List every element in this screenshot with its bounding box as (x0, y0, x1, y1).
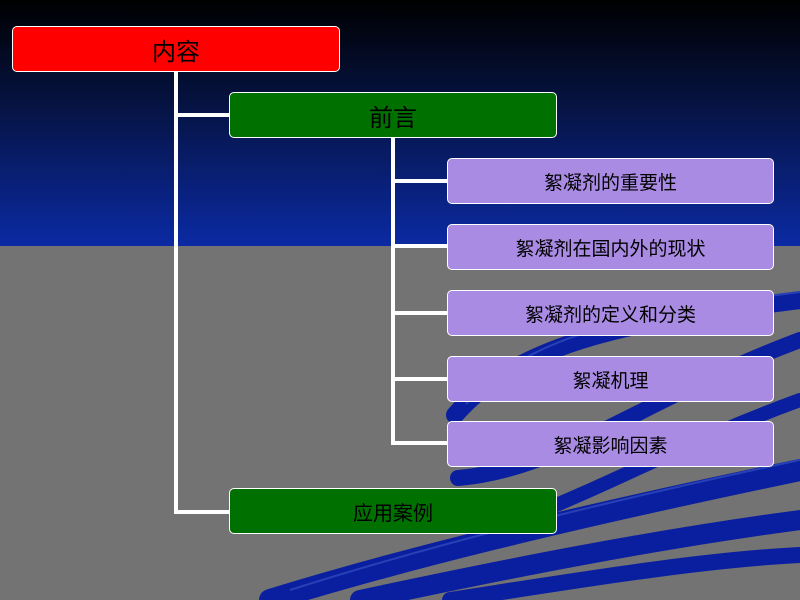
connector-trunk (174, 71, 178, 514)
connector-leaf-2 (391, 244, 448, 248)
connector-to-cases (174, 510, 231, 514)
leaf-node-status: 絮凝剂在国内外的现状 (447, 224, 774, 270)
root-node-label: 内容 (152, 37, 200, 66)
root-node-content: 内容 (12, 26, 340, 72)
section-node-cases: 应用案例 (229, 488, 557, 534)
leaf-node-factors: 絮凝影响因素 (447, 421, 774, 467)
leaf-node-label: 絮凝剂的重要性 (543, 171, 677, 194)
leaf-node-importance: 絮凝剂的重要性 (447, 158, 774, 204)
leaf-node-mechanism: 絮凝机理 (447, 356, 774, 402)
leaf-node-label: 絮凝剂在国内外的现状 (515, 237, 706, 260)
connector-leaf-4 (391, 377, 448, 381)
connector-to-preface (174, 113, 231, 117)
leaf-node-label: 絮凝机理 (572, 369, 649, 392)
section-node-cases-label: 应用案例 (353, 500, 433, 525)
section-node-preface: 前言 (229, 92, 557, 138)
connector-preface-trunk (391, 137, 395, 445)
connector-leaf-3 (391, 311, 448, 315)
connector-leaf-5 (391, 441, 448, 445)
leaf-node-label: 絮凝剂的定义和分类 (524, 303, 696, 326)
section-node-preface-label: 前言 (369, 103, 417, 132)
connector-leaf-1 (391, 179, 448, 183)
leaf-node-label: 絮凝影响因素 (553, 434, 668, 457)
leaf-node-definition: 絮凝剂的定义和分类 (447, 290, 774, 336)
